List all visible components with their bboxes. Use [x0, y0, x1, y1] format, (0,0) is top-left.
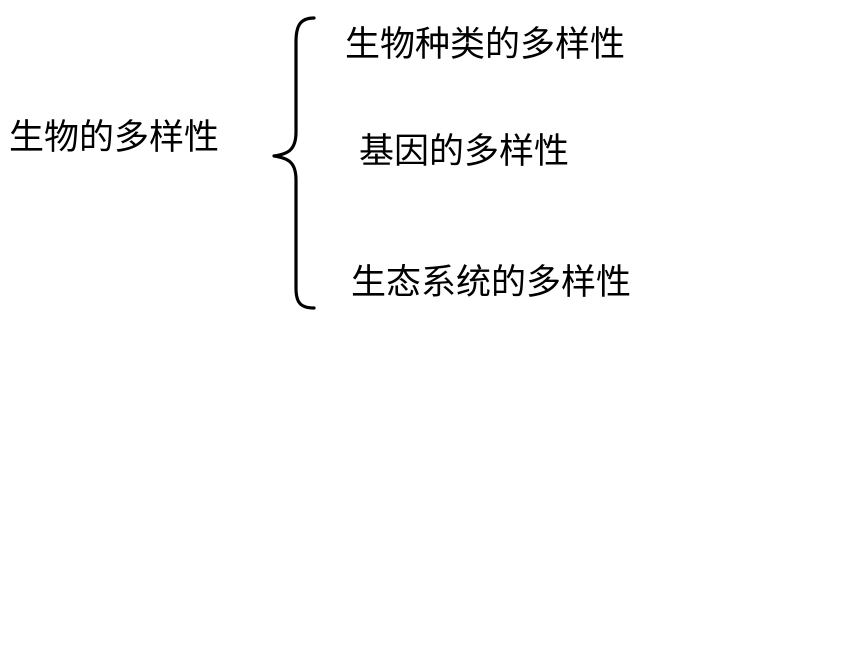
curly-brace-icon [272, 16, 316, 310]
branch-label-ecosystem: 生态系统的多样性 [351, 263, 632, 303]
root-concept-label: 生物的多样性 [9, 118, 220, 158]
branch-label-gene: 基因的多样性 [359, 132, 570, 172]
branch-label-species: 生物种类的多样性 [345, 25, 626, 65]
